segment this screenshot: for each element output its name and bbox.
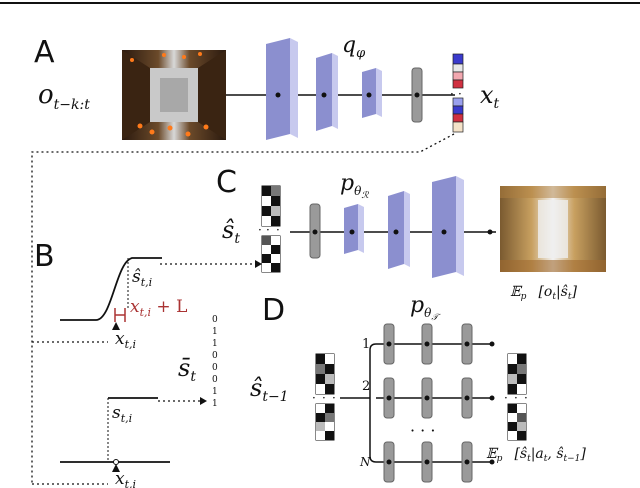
renderer-layer-1 bbox=[344, 204, 364, 254]
bit-7: 1 bbox=[212, 399, 218, 409]
sbar-label: s̄t bbox=[178, 354, 196, 385]
svg-text:·: · bbox=[332, 391, 336, 405]
step-output-label: st,i bbox=[112, 403, 132, 425]
sigmoid-output-label: ŝt,i bbox=[132, 267, 152, 289]
svg-text:·: · bbox=[258, 223, 262, 237]
row-label-2: 2 bbox=[362, 379, 370, 394]
bit-3: 0 bbox=[212, 351, 218, 361]
bit-0: 0 bbox=[212, 315, 218, 325]
svg-text:·: · bbox=[524, 391, 528, 405]
encoder-label: qφ bbox=[342, 33, 366, 61]
prev-state-label: ŝt−1 bbox=[250, 374, 289, 405]
step-arrowhead bbox=[200, 397, 207, 405]
bit-4: 0 bbox=[212, 363, 218, 373]
transition-output-label: 𝔼p[ŝt|at, ŝt−1] bbox=[486, 446, 586, 464]
svg-text:·: · bbox=[276, 223, 280, 237]
svg-text:·: · bbox=[312, 391, 316, 405]
state-vector-c: · · · bbox=[258, 185, 281, 273]
predicted-frame-image bbox=[500, 186, 606, 272]
next-state-vector: · · · bbox=[504, 353, 528, 441]
encoder-layer-2 bbox=[316, 53, 338, 131]
bit-1: 1 bbox=[212, 327, 218, 337]
transition-label: pθ𝒯 bbox=[410, 293, 441, 323]
row-label-1: 1 bbox=[362, 337, 370, 352]
svg-text:·: · bbox=[458, 87, 462, 101]
sigmoid-arrowhead bbox=[255, 260, 262, 268]
rows-ellipsis: · · · bbox=[410, 421, 435, 440]
renderer-layer-2 bbox=[388, 191, 410, 269]
renderer-node-2 bbox=[349, 229, 355, 235]
threshold-arrow-up bbox=[112, 322, 120, 330]
step-threshold-node bbox=[113, 459, 119, 465]
svg-text:·: · bbox=[266, 223, 270, 237]
bit-5: 0 bbox=[212, 375, 218, 385]
state-hat-label: ŝt bbox=[222, 216, 240, 247]
encoder-node-1 bbox=[275, 92, 281, 98]
encoder-layer-1 bbox=[266, 38, 298, 140]
step-threshold-label: xt,i bbox=[115, 469, 136, 488]
svg-text:·: · bbox=[514, 391, 518, 405]
renderer-node-3 bbox=[393, 229, 399, 235]
encoder-node-4 bbox=[414, 92, 420, 98]
renderer-node-4 bbox=[441, 229, 447, 235]
renderer-node-1 bbox=[312, 229, 318, 235]
panel-label-c: C bbox=[216, 165, 237, 200]
encoder-node-2 bbox=[321, 92, 327, 98]
renderer-output-label: 𝔼p[ot|ŝt] bbox=[510, 284, 577, 302]
svg-text:·: · bbox=[504, 391, 508, 405]
panel-label-a: A bbox=[34, 35, 55, 70]
state-bus bbox=[340, 343, 377, 463]
encoder-node-3 bbox=[366, 92, 372, 98]
latent-vector: ·· bbox=[450, 53, 464, 133]
row-label-n: N bbox=[359, 455, 371, 469]
panel-label-d: D bbox=[262, 293, 285, 328]
observation-seq-label: ot−k:t bbox=[38, 80, 90, 113]
svg-text:·: · bbox=[450, 87, 454, 101]
renderer-label: pθℛ bbox=[340, 171, 369, 201]
offset-label: xt,i + L bbox=[130, 297, 187, 319]
renderer-layer-3 bbox=[432, 176, 464, 278]
threshold-label: xt,i bbox=[115, 329, 136, 351]
step-threshold-arrow bbox=[112, 464, 120, 472]
encoder-layer-3 bbox=[362, 68, 382, 118]
latent-label: xt bbox=[480, 81, 500, 112]
bit-6: 1 bbox=[212, 387, 218, 397]
panel-label-b: B bbox=[34, 239, 55, 274]
sigmoid-curve bbox=[60, 257, 162, 321]
svg-text:·: · bbox=[322, 391, 326, 405]
binary-bits: 0 1 1 0 0 0 1 1 bbox=[212, 315, 218, 409]
renderer-node-5 bbox=[487, 229, 493, 235]
dotted-connector-main bbox=[31, 133, 455, 484]
observation-frame-image bbox=[122, 50, 226, 140]
bit-2: 1 bbox=[212, 339, 218, 349]
prev-state-vector: · · · bbox=[312, 353, 336, 441]
